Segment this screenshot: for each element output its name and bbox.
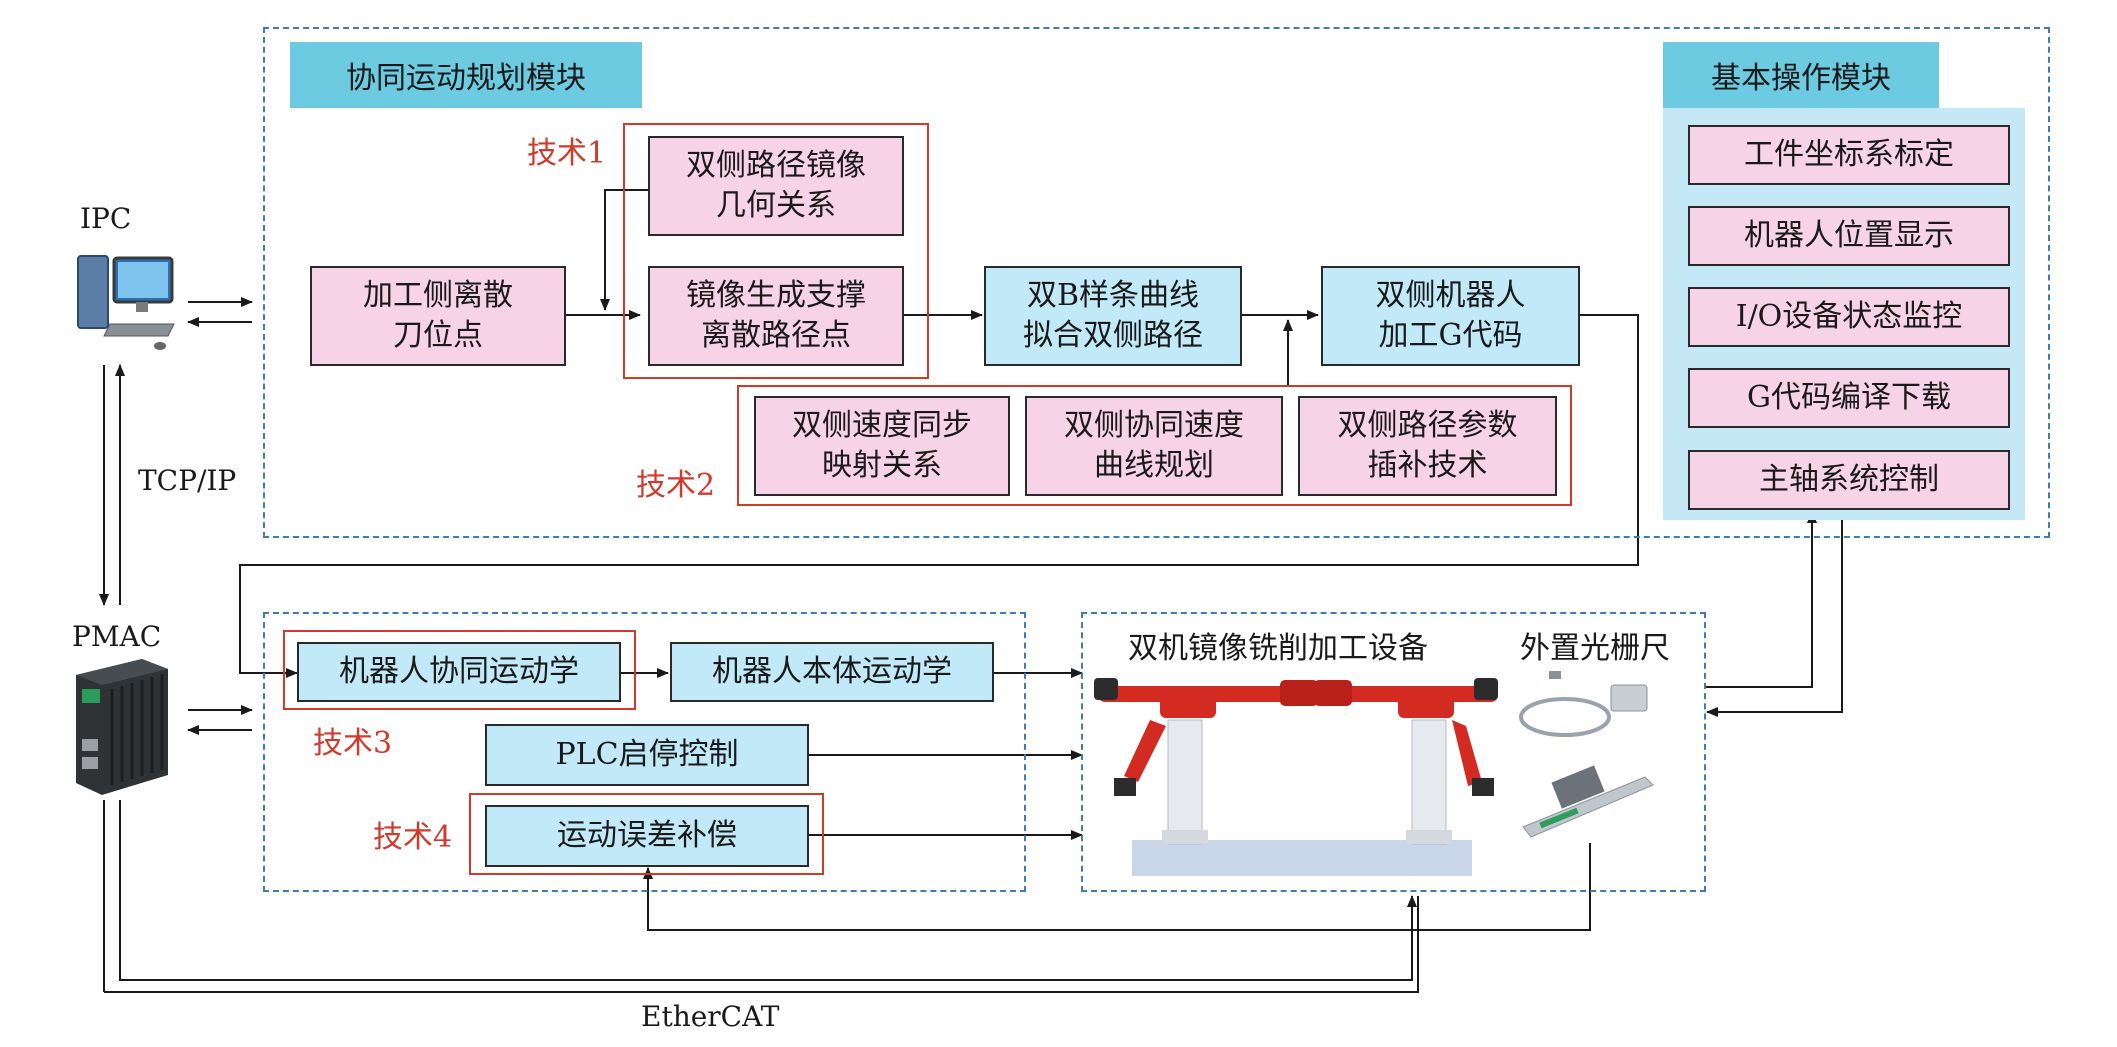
planning-module-frame (263, 27, 2050, 538)
speed-curve-box: 双侧协同速度曲线规划 (1025, 396, 1283, 496)
discrete-toolpoints-line1: 加工侧离散 (363, 278, 513, 313)
speed-curve-line1: 双侧协同速度 (1064, 408, 1244, 443)
pmac-label: PMAC (72, 620, 162, 653)
tech3-label: 技术3 (313, 726, 393, 761)
control-module-frame (263, 612, 1026, 892)
bspline-fit-line2: 拟合双侧路径 (1023, 318, 1203, 353)
basic-op-item: 工件坐标系标定 (1688, 125, 2010, 185)
plc-control-box: PLC启停控制 (485, 724, 809, 786)
basic-op-item: G代码编译下载 (1688, 368, 2010, 428)
tcpip-label: TCP/IP (138, 464, 237, 497)
tech4-frame (469, 793, 824, 875)
basic-ops-title: 基本操作模块 (1663, 42, 1939, 108)
speed-sync-line1: 双侧速度同步 (792, 408, 972, 443)
grating-title: 外置光栅尺 (1520, 631, 1670, 666)
speed-sync-box: 双侧速度同步映射关系 (754, 396, 1010, 496)
tech1-frame (623, 123, 929, 379)
mirror-support-line2: 离散路径点 (701, 318, 851, 353)
planning-module-title: 协同运动规划模块 (290, 42, 642, 108)
mirror-support-line1: 镜像生成支撑 (686, 278, 866, 313)
pmac-controller-icon (76, 659, 168, 795)
speed-sync-line2: 映射关系 (822, 448, 942, 483)
equipment-title: 双机镜像铣削加工设备 (1128, 631, 1428, 666)
tech2-label: 技术2 (636, 468, 716, 503)
tech2-frame (737, 385, 1572, 506)
basic-op-item: 机器人位置显示 (1688, 206, 2010, 266)
coop-kinematics-box: 机器人协同运动学 (297, 642, 621, 702)
dual-robot-equipment-illustration (1094, 678, 1498, 876)
mirror-geometry-box: 双侧路径镜像几何关系 (648, 136, 904, 236)
discrete-toolpoints-line2: 刀位点 (393, 318, 483, 353)
interp-line1: 双侧路径参数 (1337, 408, 1518, 443)
interp-box: 双侧路径参数插补技术 (1298, 396, 1557, 496)
basic-op-item: I/O设备状态监控 (1688, 287, 2010, 347)
gcode-line1: 双侧机器人 (1375, 278, 1526, 313)
equipment-frame (1081, 612, 1706, 892)
gcode-line2: 加工G代码 (1378, 318, 1523, 353)
bspline-fit-box: 双B样条曲线拟合双侧路径 (984, 266, 1242, 366)
discrete-toolpoints-box: 加工侧离散刀位点 (310, 266, 566, 366)
mirror-geometry-line1: 双侧路径镜像 (686, 148, 866, 183)
error-comp-box: 运动误差补偿 (485, 805, 809, 867)
basic-op-item: 主轴系统控制 (1688, 450, 2010, 510)
tech4-label: 技术4 (373, 820, 453, 855)
bspline-fit-line1: 双B样条曲线 (1026, 278, 1200, 313)
ipc-label: IPC (80, 202, 132, 235)
speed-curve-line2: 曲线规划 (1094, 448, 1214, 483)
tech1-label: 技术1 (527, 136, 607, 171)
interp-line2: 插补技术 (1367, 448, 1488, 483)
computer-icon (77, 255, 175, 350)
gcode-box: 双侧机器人加工G代码 (1321, 266, 1580, 366)
body-kinematics-box: 机器人本体运动学 (670, 642, 994, 702)
grating-scale-illustration (1519, 671, 1654, 838)
mirror-support-box: 镜像生成支撑离散路径点 (648, 266, 904, 366)
tech3-frame (283, 630, 636, 710)
ethercat-label: EtherCAT (641, 1000, 780, 1033)
mirror-geometry-line2: 几何关系 (716, 188, 836, 223)
